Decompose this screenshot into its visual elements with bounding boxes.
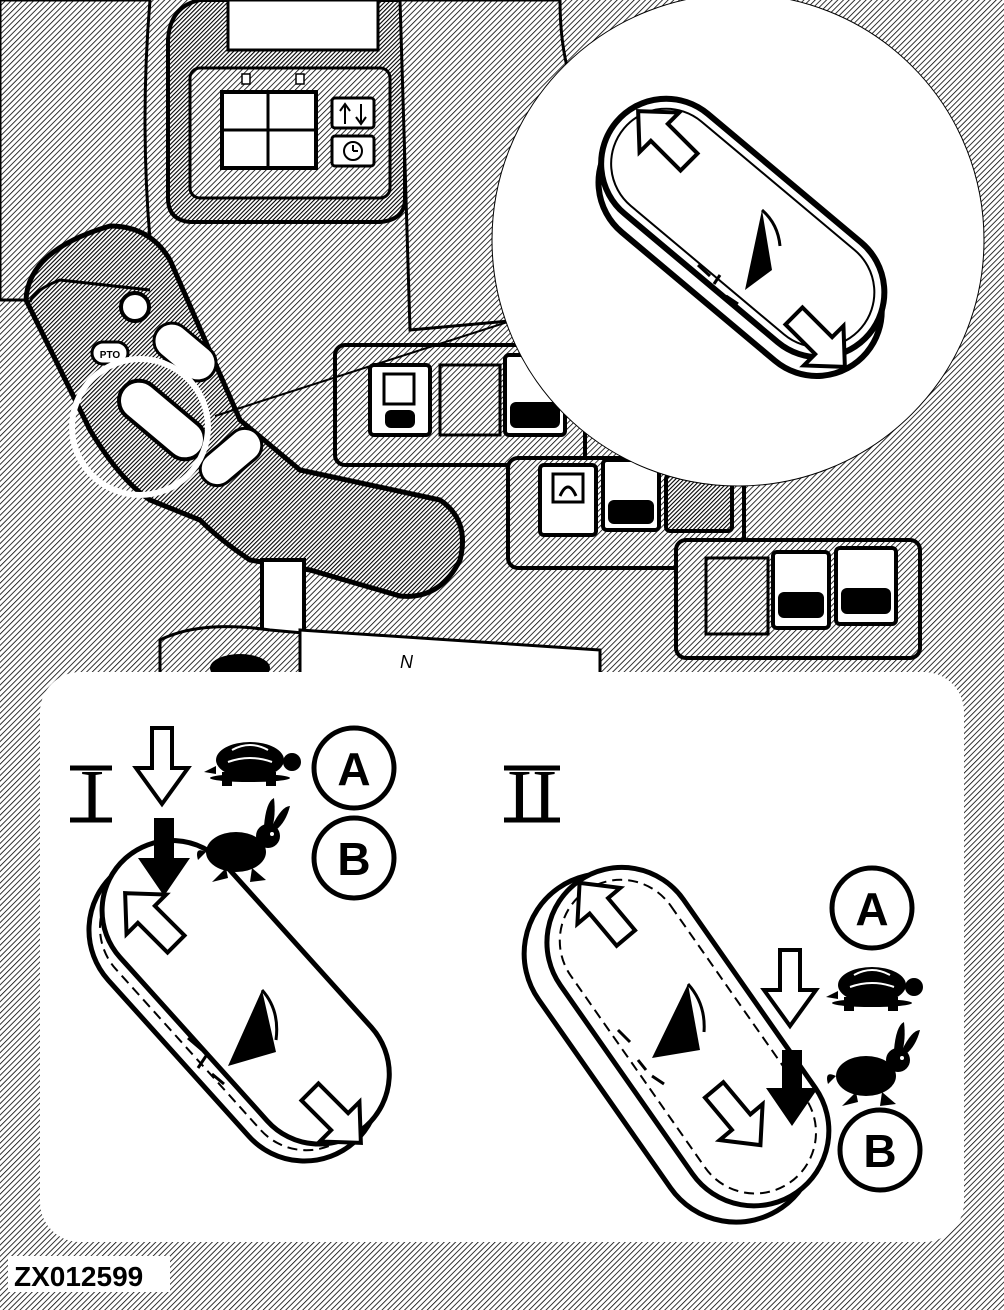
zoom-bubble [491,0,985,487]
svg-text:A: A [337,743,370,795]
panel-two-press-arrow-fast [766,1050,818,1126]
switch-bank-3 [674,538,922,660]
mode-switch-panel [220,73,376,170]
display-screen [226,0,380,52]
svg-text:B: B [863,1125,896,1177]
panel-two: II A B [504,755,924,1225]
switch-bank-1 [333,343,587,467]
panel-one: I A B [70,725,397,1192]
figure-code: ZX012599 [14,1261,143,1292]
highlight-circle [69,356,211,498]
console-lever-n: N [400,652,414,672]
panel-two-callout-b: B [837,1107,923,1193]
panel-one-callout-b: B [311,815,397,901]
panel-one-callout-a: A [311,725,397,811]
cab-scene: PTO N [0,0,1004,702]
svg-text:A: A [855,883,888,935]
control-lever: PTO [23,223,465,682]
svg-text:B: B [337,833,370,885]
rocker-button-badge: PTO [100,350,121,361]
panel-one-press-arrow-fast [138,818,190,896]
panel-two-callout-a: A [829,865,915,951]
